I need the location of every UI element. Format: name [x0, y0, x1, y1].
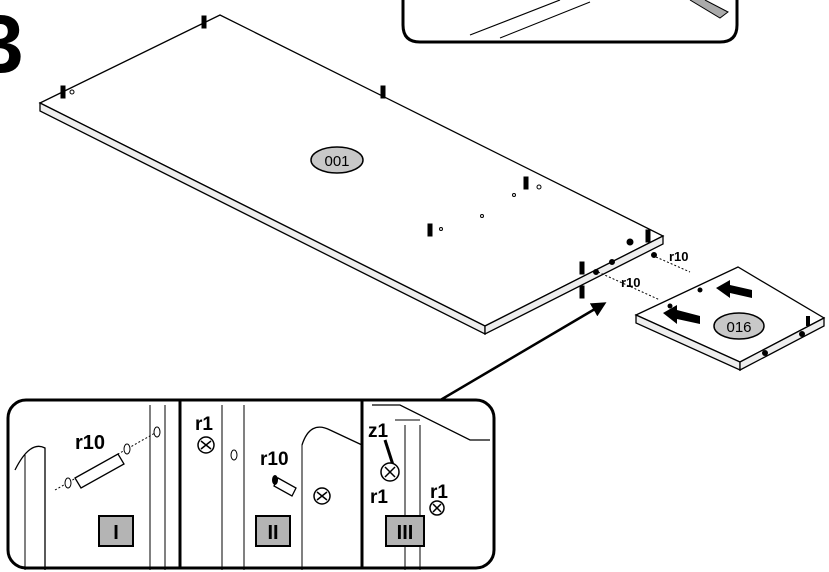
detail-I	[14, 405, 166, 570]
detail-III-roman: III	[397, 522, 414, 544]
top-inset-detail	[401, 0, 739, 44]
detail-II-cam-label: r1	[195, 414, 213, 435]
step-number: 3	[0, 0, 24, 90]
detail-I-roman-box	[98, 515, 134, 547]
detail-III-screw-label: z1	[368, 421, 389, 442]
detail-III	[372, 404, 490, 570]
detail-II-roman: II	[267, 522, 278, 544]
detail-I-roman: I	[113, 522, 119, 544]
dowel-guides	[597, 256, 691, 301]
part-badge-016	[713, 312, 765, 340]
panel-pins	[60, 15, 657, 299]
detail-I-dowel-label: r10	[75, 432, 105, 454]
push-arrows	[663, 280, 752, 324]
panel-001	[38, 14, 665, 336]
dowel-label-top: r10	[669, 249, 689, 264]
detail-III-cam-label-a: r1	[370, 487, 388, 508]
part-label-016: 016	[726, 319, 751, 336]
detail-leader-arrow	[414, 302, 607, 417]
part-label-001: 001	[324, 153, 349, 170]
detail-III-cam-label-b: r1	[430, 482, 448, 503]
detail-II-dowel-label: r10	[260, 449, 289, 470]
detail-II-roman-box	[255, 515, 291, 547]
detail-III-roman-box	[385, 515, 425, 547]
dowel-label-bottom: r10	[621, 275, 641, 290]
part-badge-001	[310, 146, 364, 174]
detail-II	[197, 405, 363, 570]
